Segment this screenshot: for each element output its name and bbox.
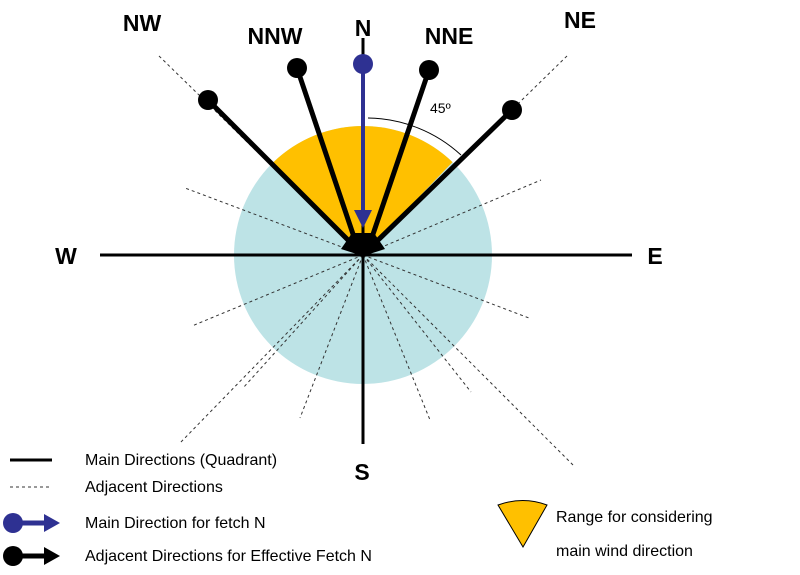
label-n: N [355, 15, 372, 41]
main-fetch-arrow-n [353, 54, 373, 228]
adjacent-fetch-arrows [198, 58, 522, 256]
label-e: E [647, 243, 662, 269]
arrow-ne [371, 100, 522, 247]
arrow-nw [198, 90, 355, 247]
label-w: W [55, 243, 77, 269]
arrow-heads [341, 233, 385, 256]
label-nnw: NNW [248, 23, 303, 49]
arrow-nnw [287, 58, 359, 244]
legend-range-swatch [497, 500, 548, 548]
legend: Main Directions (Quadrant) Adjacent Dire… [3, 452, 713, 566]
legend-range-line2: main wind direction [556, 543, 693, 560]
label-s: S [354, 459, 369, 485]
adjacent-direction-lines [157, 54, 574, 466]
legend-main-directions: Main Directions (Quadrant) [85, 452, 277, 469]
arrow-nne [367, 60, 439, 244]
legend-range-line1: Range for considering [556, 509, 713, 526]
legend-main-direction-fetch: Main Direction for fetch N [85, 515, 266, 532]
legend-adjacent-effective-fetch: Adjacent Directions for Effective Fetch … [85, 548, 372, 565]
label-ne: NE [564, 7, 596, 33]
angle-label: 45º [430, 100, 451, 116]
legend-adjacent-directions: Adjacent Directions [85, 479, 223, 496]
angle-arc [367, 117, 462, 156]
label-nne: NNE [425, 23, 474, 49]
legend-main-arrow-swatch [3, 513, 60, 533]
legend-adjacent-arrow-swatch [3, 546, 60, 566]
label-nw: NW [123, 10, 162, 36]
